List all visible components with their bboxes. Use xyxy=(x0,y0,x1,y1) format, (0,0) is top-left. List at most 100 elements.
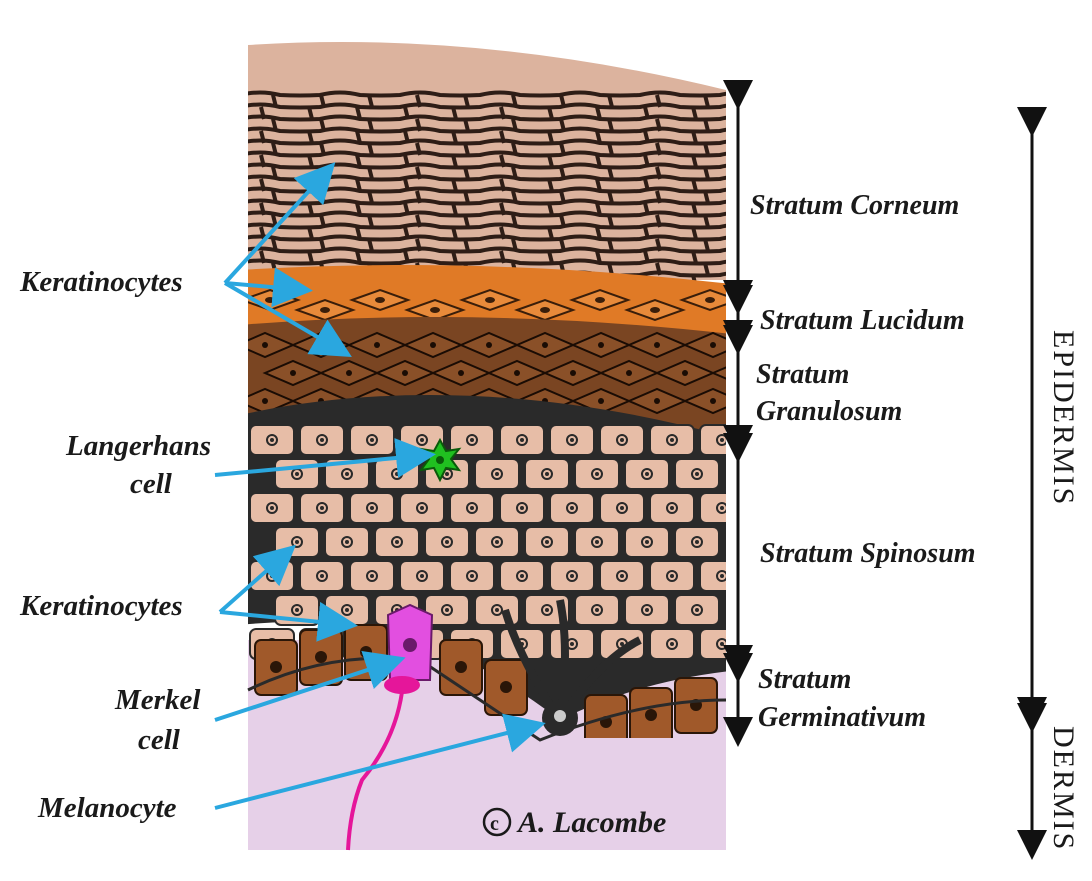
spinosum-nucleus xyxy=(420,506,424,510)
corneum-divider xyxy=(367,142,374,156)
spinosum-nucleus xyxy=(370,438,374,442)
layer-brackets xyxy=(723,80,1047,860)
spinosum-nucleus-ring xyxy=(316,502,328,514)
region-dermis: DERMIS xyxy=(1047,726,1080,852)
spinosum-nucleus xyxy=(545,472,549,476)
spinosum-nucleus xyxy=(270,438,274,442)
spinosum-nucleus-ring xyxy=(416,570,428,582)
corneum-divider xyxy=(607,190,614,204)
spinosum-nucleus xyxy=(570,574,574,578)
spinosum-nucleus xyxy=(645,608,649,612)
spinosum-nucleus-ring xyxy=(391,536,403,548)
corneum-divider xyxy=(691,130,698,144)
granulosum-nucleus xyxy=(598,342,604,348)
corneum-divider xyxy=(691,154,698,168)
spinosum-nucleus-ring xyxy=(691,468,703,480)
spinosum-nucleus-ring xyxy=(616,570,628,582)
granulosum-nucleus xyxy=(542,342,548,348)
spinosum-nucleus-ring xyxy=(291,536,303,548)
lucidum-nucleus xyxy=(485,297,495,303)
granulosum-nucleus xyxy=(262,398,268,404)
spinosum-nucleus xyxy=(595,608,599,612)
granulosum-nucleus xyxy=(374,342,380,348)
granulosum-nucleus xyxy=(710,342,716,348)
spinosum-nucleus-ring xyxy=(366,434,378,446)
spinosum-nucleus xyxy=(670,574,674,578)
corneum-line xyxy=(248,222,726,230)
spinosum-nucleus-ring xyxy=(541,536,553,548)
spinosum-nucleus-ring xyxy=(591,536,603,548)
melanocyte-shape xyxy=(501,599,642,736)
spinosum-nucleus-ring xyxy=(541,468,553,480)
spinosum-nucleus-ring xyxy=(591,468,603,480)
spinosum-nucleus-ring xyxy=(566,570,578,582)
label-langerhans-line1: Langerhans xyxy=(66,430,212,462)
lucidum-nucleus xyxy=(595,297,605,303)
spinosum-nucleus-ring xyxy=(691,536,703,548)
granulosum-nucleus xyxy=(682,370,688,376)
germinativum-nucleus xyxy=(315,651,327,663)
spinosum-nucleus xyxy=(620,642,624,646)
granulosum-nucleus xyxy=(626,370,632,376)
spinosum-nucleus-ring xyxy=(742,537,752,547)
corneum-divider xyxy=(547,106,554,120)
spinosum-nucleus-ring xyxy=(366,502,378,514)
spinosum-nucleus xyxy=(520,574,524,578)
granulosum-nucleus xyxy=(710,398,716,404)
spinosum-nucleus-ring xyxy=(441,536,453,548)
spinosum-nucleus xyxy=(470,506,474,510)
corneum-divider xyxy=(307,106,314,120)
spinosum-nucleus xyxy=(370,506,374,510)
spinosum-nucleus-ring xyxy=(491,468,503,480)
spinosum-nucleus xyxy=(745,472,749,476)
lucidum-cells xyxy=(248,288,726,322)
spinosum-nucleus-ring xyxy=(341,536,353,548)
spinosum-nucleus-ring xyxy=(341,468,353,480)
spinosum-nucleus-ring xyxy=(641,468,653,480)
spinosum-nucleus xyxy=(570,642,574,646)
spinosum-nucleus xyxy=(670,438,674,442)
granulosum-nucleus xyxy=(598,398,604,404)
label-keratinocytes-bottom: Keratinocytes xyxy=(20,590,183,622)
spinosum-nucleus xyxy=(270,506,274,510)
spinosum-nucleus xyxy=(520,506,524,510)
corneum-divider xyxy=(547,130,554,144)
spinosum-nucleus xyxy=(495,608,499,612)
spinosum-nucleus-ring xyxy=(742,605,752,615)
label-arrows xyxy=(214,162,546,810)
corneum-divider xyxy=(547,178,554,192)
lucidum-nucleus xyxy=(265,297,275,303)
spinosum-nucleus-ring xyxy=(516,434,528,446)
corneum-divider xyxy=(451,106,458,120)
corneum-line xyxy=(248,114,726,122)
spinosum-nucleus-ring xyxy=(566,434,578,446)
lucidum-nucleus xyxy=(320,307,330,313)
germinativum-nucleus xyxy=(645,709,657,721)
germinativum-nucleus xyxy=(270,661,282,673)
spinosum-nucleus-ring xyxy=(541,604,553,616)
spinosum-cell xyxy=(724,458,726,490)
corneum-line xyxy=(248,126,726,134)
basement-membrane xyxy=(247,656,727,742)
spinosum-nucleus-ring xyxy=(716,434,726,446)
layer-corneum: Stratum Corneum xyxy=(750,190,960,221)
spinosum-nucleus xyxy=(345,608,349,612)
spinosum-nucleus-ring xyxy=(416,502,428,514)
lucidum-nucleus xyxy=(705,297,715,303)
corneum-divider xyxy=(463,142,470,156)
spinosum-nucleus xyxy=(445,472,449,476)
spinosum-nucleus xyxy=(720,642,724,646)
granulosum-nucleus xyxy=(514,370,520,376)
layer-granulosum-line1: Stratum xyxy=(756,359,850,390)
credit-text: A. Lacombe xyxy=(518,806,667,839)
corneum-line xyxy=(248,90,726,98)
spinosum-nucleus-ring xyxy=(641,604,653,616)
spinosum-nucleus xyxy=(695,540,699,544)
corneum-divider xyxy=(691,178,698,192)
corneum-line xyxy=(248,138,726,146)
label-keratinocytes-top: Keratinocytes xyxy=(20,266,183,298)
spinosum-nucleus-ring xyxy=(516,502,528,514)
corneum-divider xyxy=(703,214,710,228)
spinosum-nucleus-ring xyxy=(491,604,503,616)
spinosum-nucleus xyxy=(495,472,499,476)
